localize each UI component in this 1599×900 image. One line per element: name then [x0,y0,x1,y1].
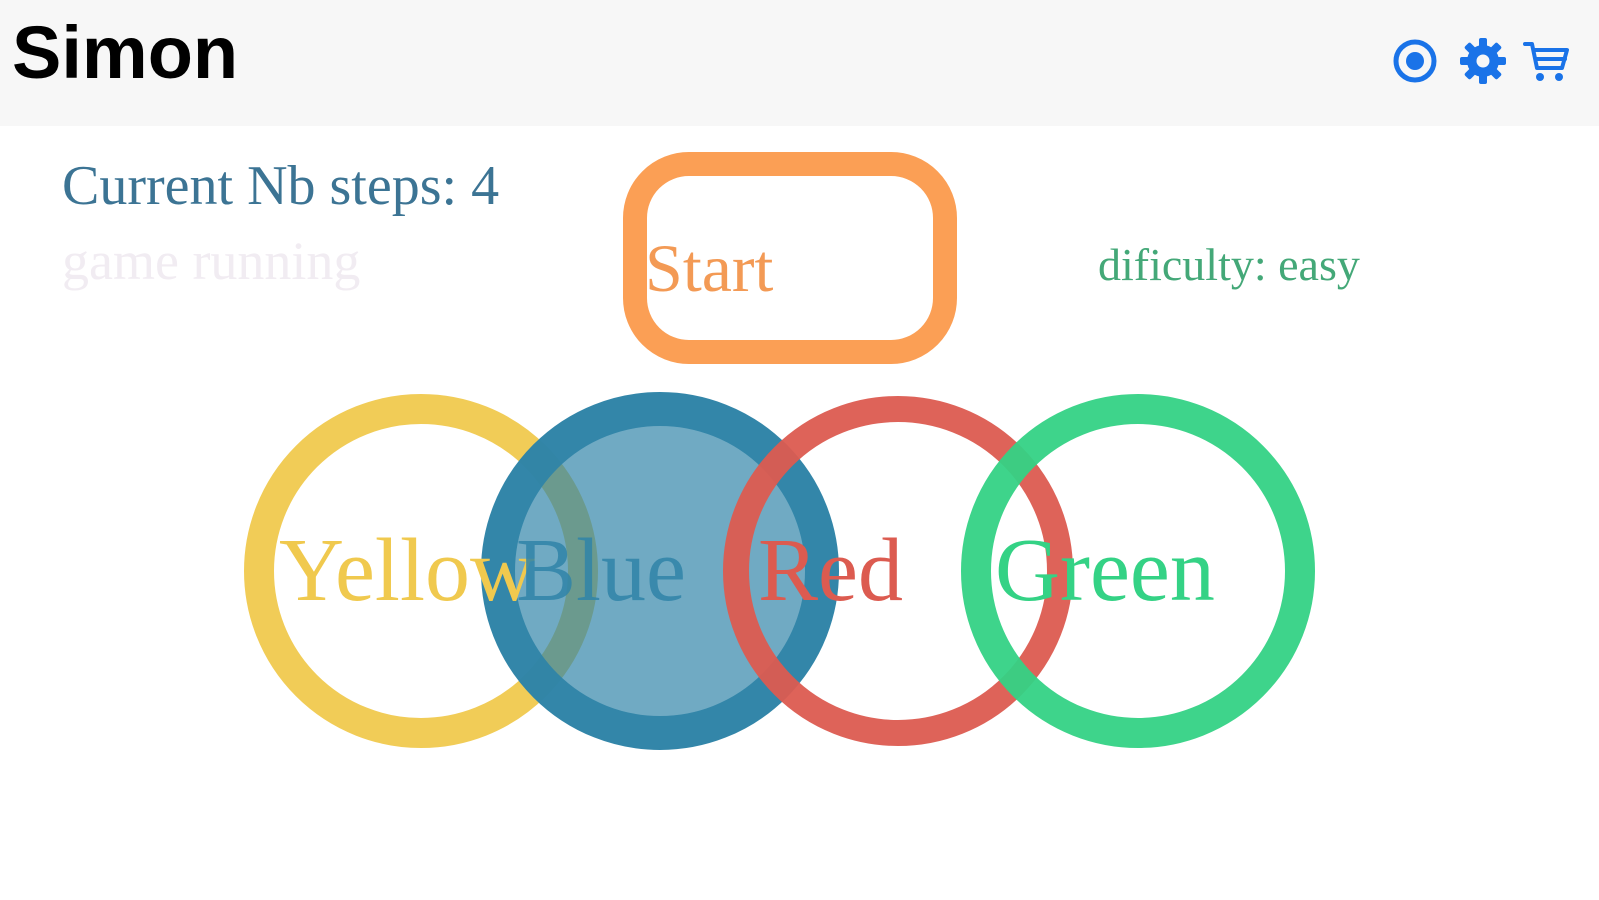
pad-red-label: Red [758,521,903,620]
pad-blue[interactable] [481,392,839,750]
game-status: game running [62,231,361,291]
pad-green-label: Green [995,521,1215,620]
steps-counter: Current Nb steps: 4 [62,155,500,217]
pad-red-ring[interactable] [723,396,1073,746]
cart-icon[interactable] [1522,36,1572,86]
pad-green[interactable] [961,394,1315,748]
start-button[interactable] [623,152,957,364]
pad-green-ring[interactable] [961,394,1315,748]
app-title: Simon [12,11,239,94]
pad-yellow-label: Yellow [279,521,535,620]
pad-blue-label: Blue [516,521,686,620]
difficulty-label: dificulty: easy [1098,239,1360,290]
record-icon[interactable] [1390,36,1440,86]
pad-red[interactable] [723,396,1073,746]
gear-icon[interactable] [1458,36,1508,86]
pad-blue-ring[interactable] [481,392,839,750]
app-header: Simon [0,0,1599,126]
